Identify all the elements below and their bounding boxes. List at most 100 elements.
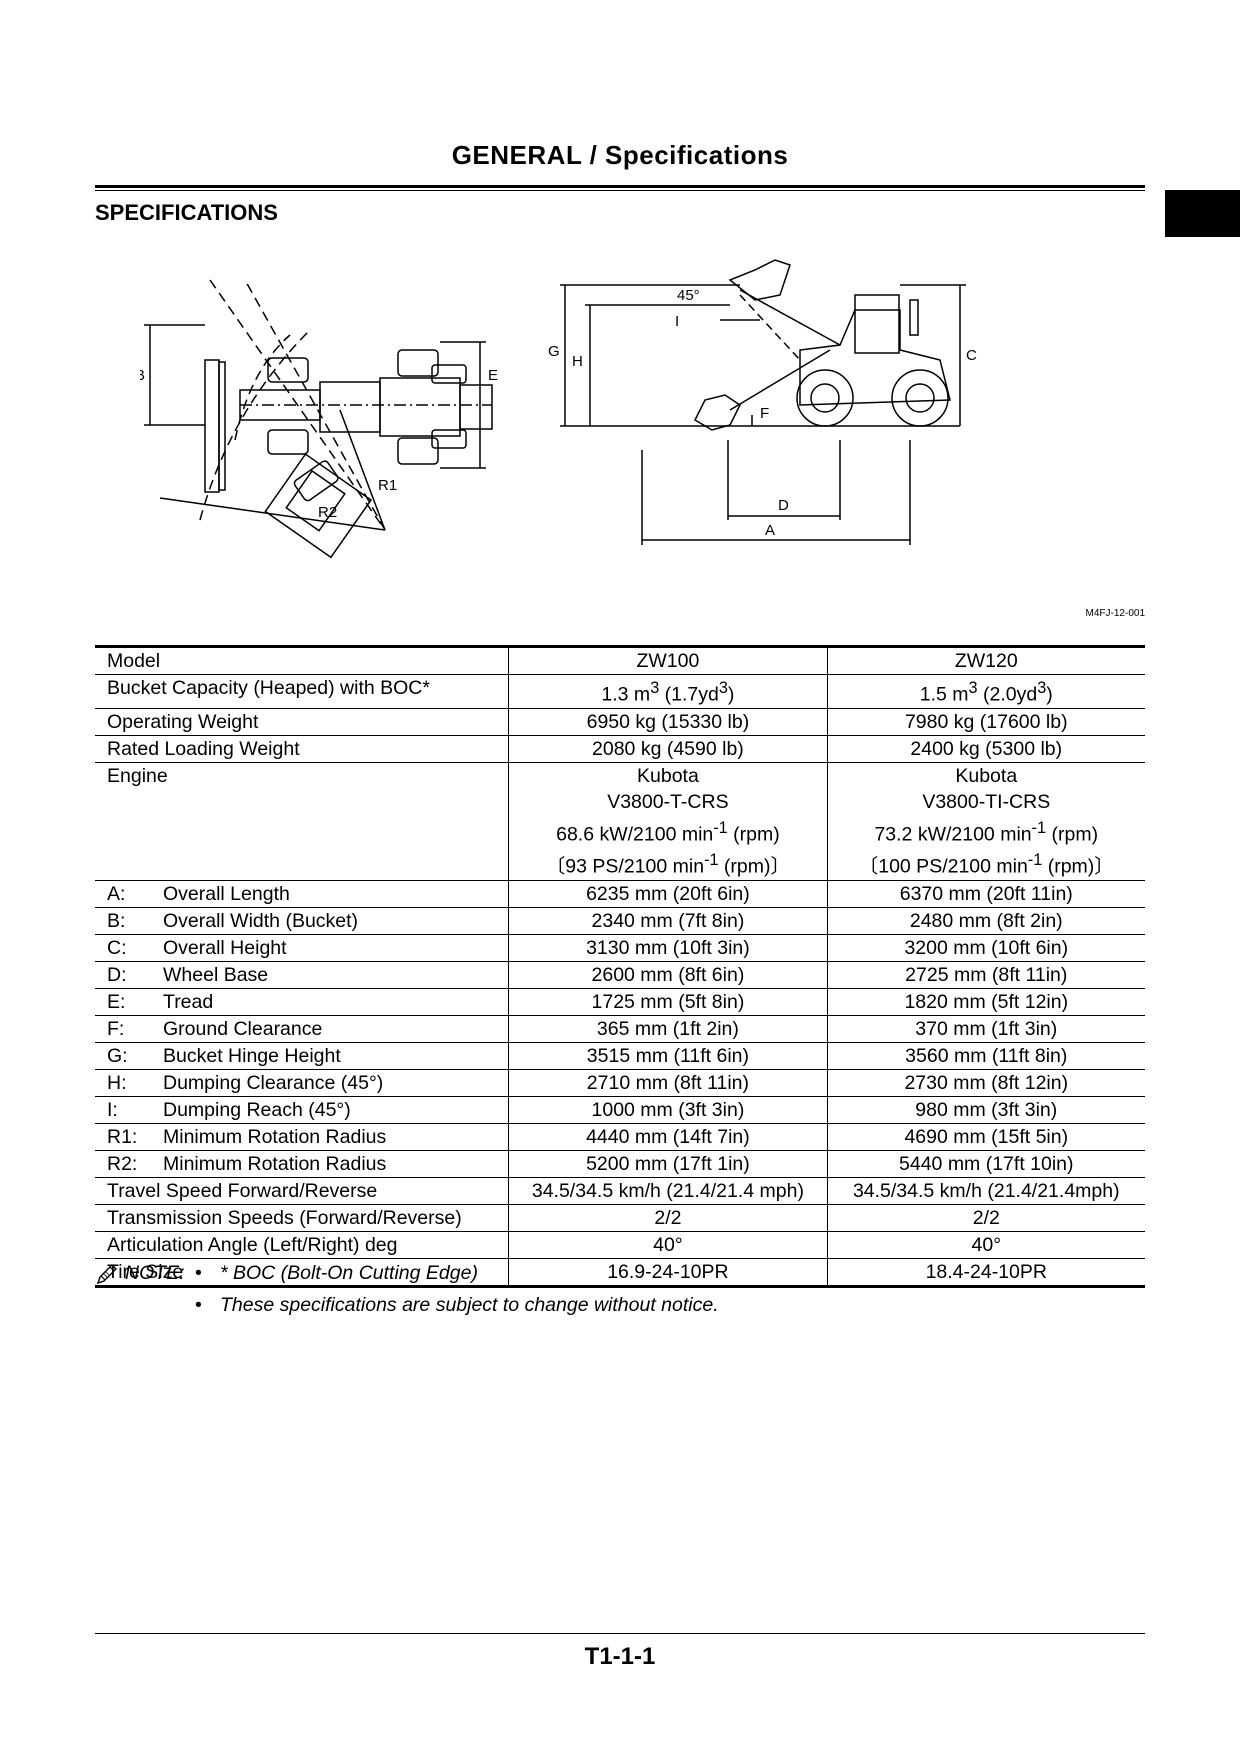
- model-zw100: ZW100: [508, 646, 828, 675]
- table-row-model: Model ZW100 ZW120: [95, 646, 1145, 675]
- row-label-cell: E:Tread: [95, 987, 509, 1016]
- dimension-code: A:: [107, 882, 126, 905]
- row-zw120: 370 mm (1ft 3in): [826, 1014, 1145, 1043]
- engine-zw100: Kubota V3800-T-CRS 68.6 kW/2100 min-1 (r…: [508, 761, 828, 881]
- row-zw120: 7980 kg (17600 lb): [826, 707, 1145, 736]
- label-b: B: [140, 367, 145, 384]
- bucket-zw100-sup: 3: [650, 679, 660, 697]
- row-label: Travel Speed Forward/Reverse: [107, 1179, 378, 1202]
- row-label: Transmission Speeds (Forward/Reverse): [107, 1206, 462, 1229]
- row-label: Overall Height: [163, 936, 287, 959]
- table-row-engine: Engine Kubota V3800-T-CRS 68.6 kW/2100 m…: [95, 761, 1145, 881]
- row-label: Ground Clearance: [163, 1017, 323, 1040]
- row-zw100: 3130 mm (10ft 3in): [508, 933, 828, 962]
- model-label: Model: [95, 646, 509, 675]
- row-label: Bucket Hinge Height: [163, 1044, 341, 1067]
- row-label-cell: R1: Minimum Rotation Radius: [95, 1122, 509, 1151]
- page-title: GENERAL / Specifications: [451, 140, 789, 170]
- row-label: Minimum Rotation Radius: [163, 1125, 387, 1148]
- row-zw100: 2710 mm (8ft 11in): [508, 1068, 828, 1097]
- dimension-code: B:: [107, 909, 126, 932]
- engine-label: Engine: [95, 761, 509, 881]
- engine-zw120-ps: 〔100 PS/2100 min-1 (rpm)〕: [832, 847, 1141, 880]
- row-label: Tire Size: [107, 1260, 184, 1283]
- row-label: Overall Length: [163, 882, 290, 905]
- bucket-zw120-close: ): [1046, 683, 1053, 706]
- row-label-cell: Transmission Speeds (Forward/Reverse): [95, 1203, 509, 1232]
- engine-zw100-model: V3800-T-CRS: [607, 790, 729, 813]
- label-d: D: [778, 497, 789, 514]
- bucket-zw100-imperial: (1.7yd: [659, 683, 719, 706]
- top-view-drawing: [144, 279, 493, 559]
- engine-zw100-power-unit: (rpm): [727, 823, 780, 845]
- row-zw120: 34.5/34.5 km/h (21.4/21.4mph): [826, 1176, 1145, 1205]
- label-g: G: [548, 343, 560, 360]
- table-row: H:Dumping Clearance (45°)2710 mm (8ft 11…: [95, 1068, 1145, 1097]
- engine-zw120-power-sup: -1: [1031, 818, 1047, 837]
- table-row: R2: Minimum Rotation Radius 5200 mm (17ft …: [95, 1149, 1145, 1178]
- dimension-code: R1:: [107, 1125, 138, 1148]
- row-label: Tread: [163, 990, 214, 1013]
- dimension-code: R2:: [107, 1152, 138, 1175]
- note-item: * BOC (Bolt-On Cutting Edge): [220, 1262, 478, 1284]
- label-angle: 45°: [677, 287, 700, 304]
- row-label-cell: A: Overall Length: [95, 879, 509, 908]
- table-row: Transmission Speeds (Forward/Reverse) 2/2…: [95, 1203, 1145, 1232]
- row-zw100: 1725 mm (5ft 8in): [508, 987, 828, 1016]
- bucket-zw100: 1.3 m3 (1.7yd3): [508, 674, 828, 709]
- label-a: A: [765, 522, 775, 539]
- row-zw120: 980 mm (3ft 3in): [826, 1095, 1145, 1124]
- header-rule: [95, 185, 1145, 188]
- note-item: These specifications are subject to chan…: [220, 1294, 719, 1316]
- table-row: Travel Speed Forward/Reverse 34.5/34.5 km…: [95, 1176, 1145, 1205]
- row-zw100: 3515 mm (11ft 6in): [508, 1041, 828, 1070]
- table-row: Operating Weight 6950 kg (15330 lb) 7980…: [95, 707, 1145, 736]
- row-zw100: 365 mm (1ft 2in): [508, 1014, 828, 1043]
- row-zw120: 3560 mm (11ft 8in): [826, 1041, 1145, 1070]
- row-zw100: 2600 mm (8ft 6in): [508, 960, 828, 989]
- label-e: E: [488, 367, 498, 384]
- row-zw120: 5440 mm (17ft 10in): [826, 1149, 1145, 1178]
- specifications-table: Model ZW100 ZW120 Bucket Capacity (Heape…: [95, 645, 1145, 1288]
- note-label: NOTE:: [125, 1262, 185, 1284]
- row-zw100: 5200 mm (17ft 1in): [508, 1149, 828, 1178]
- row-label: Overall Width (Bucket): [163, 909, 359, 932]
- row-zw120: 1820 mm (5ft 12in): [826, 987, 1145, 1016]
- row-label-cell: C:Overall Height: [95, 933, 509, 962]
- table-row: Rated Loading Weight 2080 kg (4590 lb) 2…: [95, 734, 1145, 763]
- row-label: Minimum Rotation Radius: [163, 1152, 387, 1175]
- side-view-drawing: [560, 259, 966, 545]
- label-r1: R1: [378, 477, 397, 494]
- engine-zw120-maker: Kubota: [955, 764, 1018, 787]
- row-zw100: 16.9-24-10PR: [508, 1257, 828, 1287]
- engine-zw120-ps-sup: -1: [1027, 851, 1043, 869]
- table-row: I: Dumping Reach (45°) 1000 mm (3ft 3in)98…: [95, 1095, 1145, 1124]
- note-bullet: •: [195, 1294, 202, 1316]
- footer-rule: [95, 1633, 1145, 1634]
- row-label-cell: Tire Size: [95, 1257, 509, 1287]
- page-number: T1-1-1: [584, 1643, 656, 1670]
- engine-zw120-model: V3800-TI-CRS: [922, 790, 1051, 813]
- row-label: Dumping Reach (45°): [163, 1098, 351, 1121]
- row-label-cell: R2: Minimum Rotation Radius: [95, 1149, 509, 1178]
- row-zw100: 40°: [508, 1230, 828, 1259]
- row-label-cell: Articulation Angle (Left/Right) deg: [95, 1230, 509, 1259]
- bucket-zw120: 1.5 m3 (2.0yd3): [826, 674, 1145, 709]
- engine-zw100-ps-unit: (rpm)〕: [718, 855, 791, 878]
- dimension-code: I:: [107, 1098, 118, 1121]
- row-zw100: 1000 mm (3ft 3in): [508, 1095, 828, 1124]
- row-label: Articulation Angle (Left/Right) deg: [107, 1233, 398, 1256]
- row-zw100: 2/2: [508, 1203, 828, 1232]
- row-label: Dumping Clearance (45°): [163, 1071, 384, 1094]
- row-label: Wheel Base: [163, 963, 269, 986]
- bucket-zw100-close: ): [727, 683, 735, 706]
- row-zw120: 2400 kg (5300 lb): [826, 734, 1145, 763]
- engine-zw100-ps: 〔93 PS/2100 min-1 (rpm)〕: [513, 847, 822, 880]
- bucket-zw100-sup-imperial: 3: [718, 679, 728, 697]
